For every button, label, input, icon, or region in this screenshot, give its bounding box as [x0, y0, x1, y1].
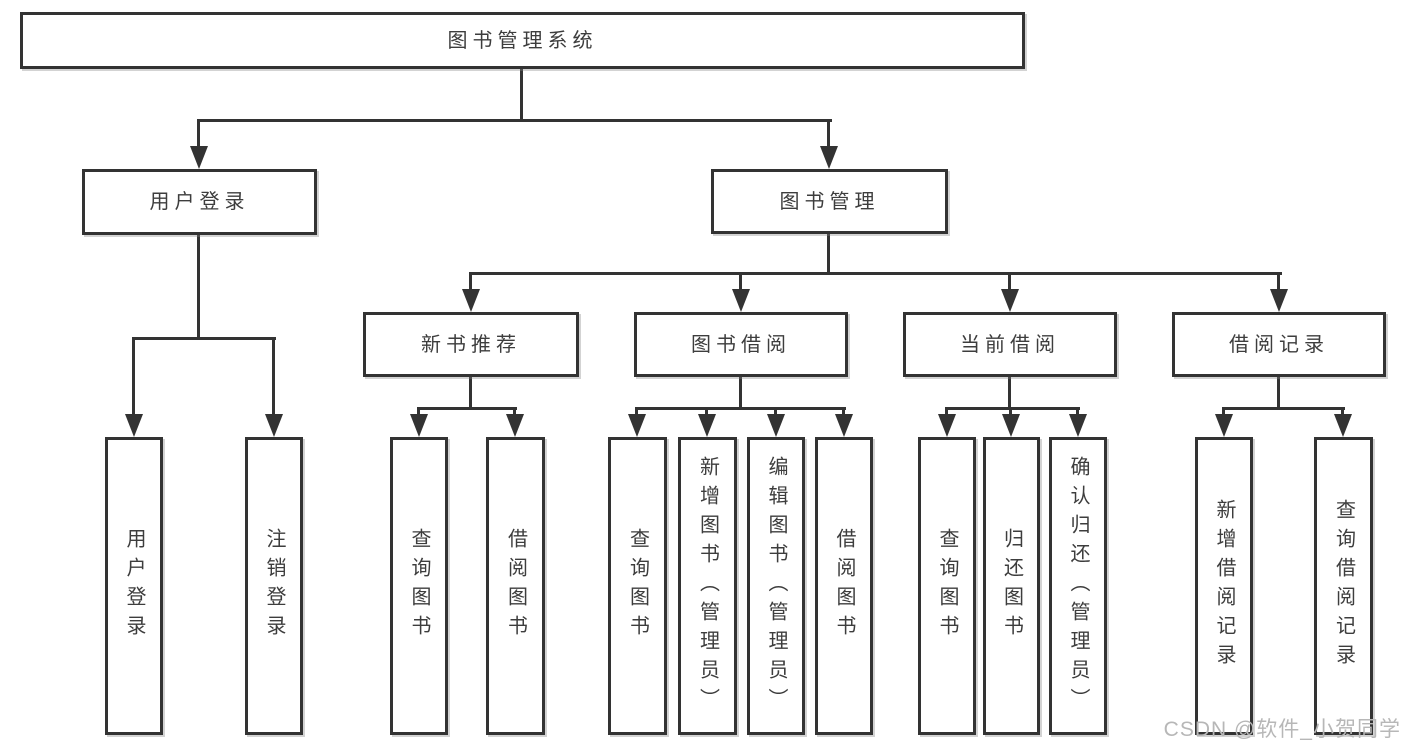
connector-line — [827, 119, 830, 148]
connector-line — [132, 337, 276, 340]
connector-line — [469, 377, 472, 407]
connector-arrow-icon — [1069, 414, 1087, 437]
leaf-add-books-admin: 新增图书（管理员） — [678, 437, 737, 735]
connector-line — [1222, 407, 1225, 416]
connector-line — [739, 272, 742, 291]
connector-arrow-icon — [1215, 414, 1233, 437]
connector-arrow-icon — [938, 414, 956, 437]
connector-line — [272, 337, 275, 416]
connector-line — [197, 119, 832, 122]
connector-line — [417, 407, 517, 410]
connector-arrow-icon — [732, 289, 750, 312]
connector-arrow-icon — [1270, 289, 1288, 312]
connector-line — [513, 407, 516, 416]
leaf-borrow-books-recommend: 借阅图书 — [486, 437, 545, 735]
connector-line — [1277, 377, 1280, 407]
connector-line — [520, 69, 523, 119]
connector-arrow-icon — [190, 146, 208, 169]
connector-line — [417, 407, 420, 416]
leaf-borrow-books-borrowing: 借阅图书 — [815, 437, 873, 735]
connector-line — [635, 407, 846, 410]
connector-arrow-icon — [628, 414, 646, 437]
node-library-management-system: 图书管理系统 — [20, 12, 1025, 69]
connector-line — [774, 407, 777, 416]
node-book-management: 图书管理 — [711, 169, 948, 234]
connector-arrow-icon — [462, 289, 480, 312]
connector-line — [469, 272, 472, 291]
leaf-query-books-recommend: 查询图书 — [390, 437, 448, 735]
leaf-query-books-current: 查询图书 — [918, 437, 976, 735]
connector-line — [197, 235, 200, 337]
leaf-return-books: 归还图书 — [983, 437, 1040, 735]
node-current-borrowing: 当前借阅 — [903, 312, 1117, 377]
connector-line — [842, 407, 845, 416]
connector-line — [1341, 407, 1344, 416]
leaf-confirm-return-admin: 确认归还（管理员） — [1049, 437, 1107, 735]
connector-line — [469, 272, 1282, 275]
connector-arrow-icon — [1334, 414, 1352, 437]
leaf-query-books-borrowing: 查询图书 — [608, 437, 667, 735]
node-new-book-recommend: 新书推荐 — [363, 312, 579, 377]
connector-line — [739, 377, 742, 407]
connector-line — [705, 407, 708, 416]
node-borrowing-records: 借阅记录 — [1172, 312, 1386, 377]
node-book-borrowing: 图书借阅 — [634, 312, 848, 377]
connector-line — [945, 407, 1080, 410]
connector-arrow-icon — [265, 414, 283, 437]
connector-arrow-icon — [410, 414, 428, 437]
connector-line — [1008, 272, 1011, 291]
connector-line — [132, 337, 135, 416]
connector-arrow-icon — [125, 414, 143, 437]
connector-line — [827, 234, 830, 272]
connector-line — [1222, 407, 1345, 410]
connector-line — [1008, 377, 1011, 407]
connector-arrow-icon — [767, 414, 785, 437]
leaf-query-borrow-record: 查询借阅记录 — [1314, 437, 1373, 735]
connector-line — [1009, 407, 1012, 416]
leaf-logout-login: 注销登录 — [245, 437, 303, 735]
connector-line — [1277, 272, 1280, 291]
csdn-watermark: CSDN @软件_小贺同学 — [1163, 718, 1401, 741]
connector-arrow-icon — [1001, 289, 1019, 312]
leaf-user-login: 用户登录 — [105, 437, 163, 735]
connector-arrow-icon — [835, 414, 853, 437]
connector-line — [635, 407, 638, 416]
leaf-add-borrow-record: 新增借阅记录 — [1195, 437, 1253, 735]
connector-arrow-icon — [1002, 414, 1020, 437]
connector-line — [197, 119, 200, 148]
connector-arrow-icon — [506, 414, 524, 437]
leaf-edit-books-admin: 编辑图书（管理员） — [747, 437, 805, 735]
connector-line — [945, 407, 948, 416]
connector-arrow-icon — [698, 414, 716, 437]
connector-line — [1076, 407, 1079, 416]
connector-arrow-icon — [820, 146, 838, 169]
node-user-login: 用户登录 — [82, 169, 317, 235]
